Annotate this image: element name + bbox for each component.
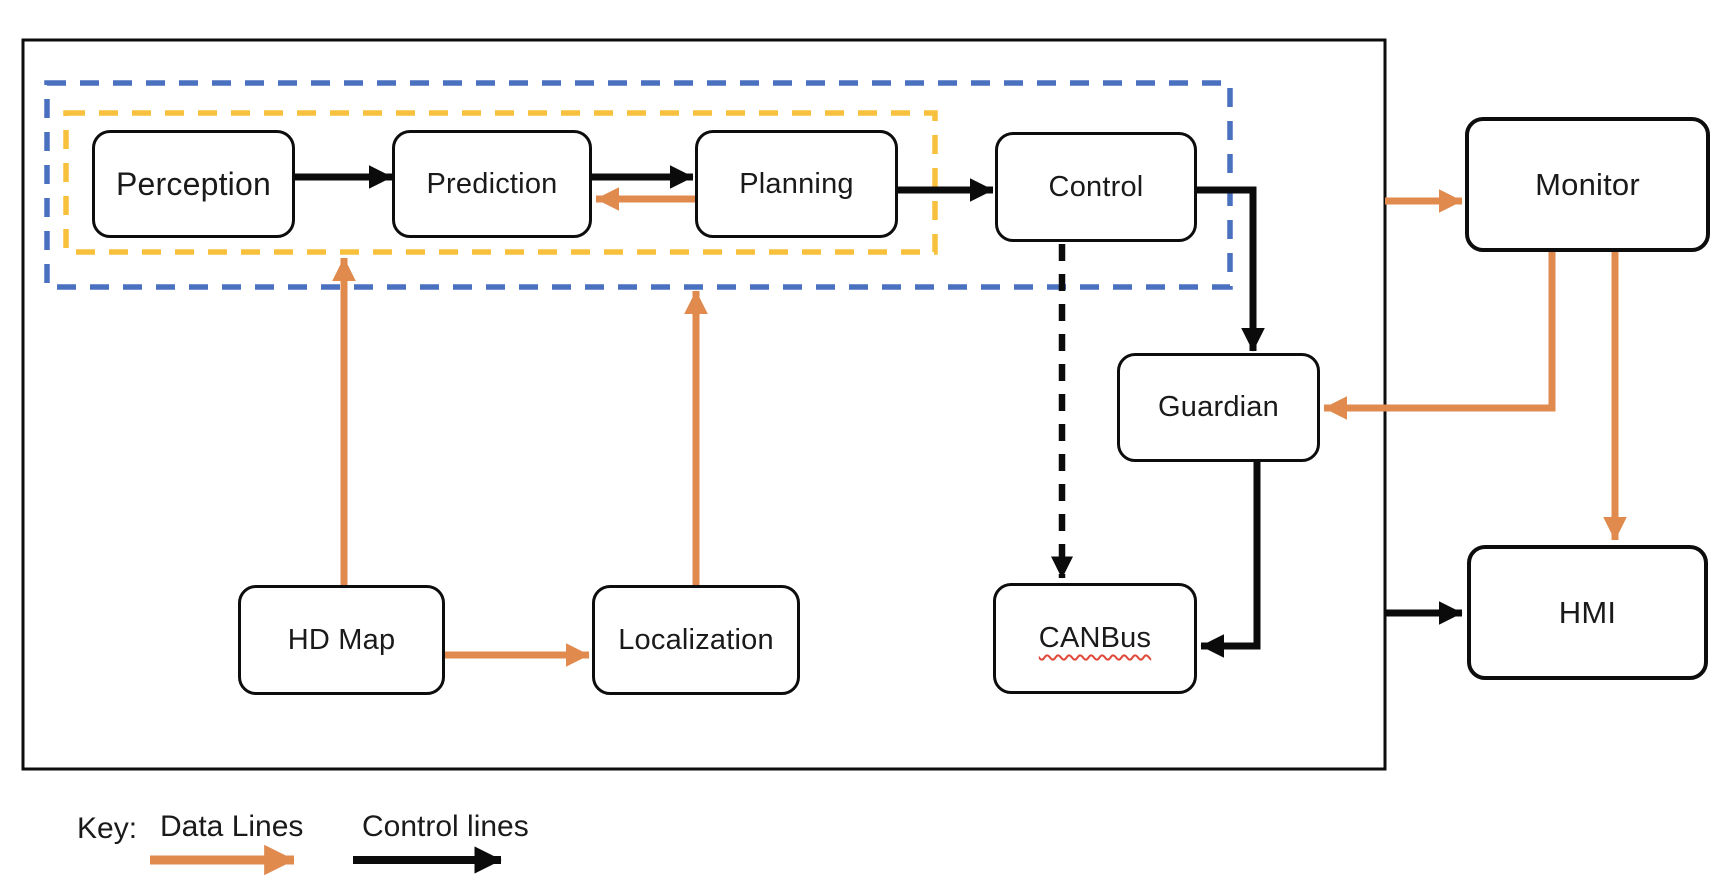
key-title: Key: xyxy=(77,812,138,845)
node-hd-map-label: HD Map xyxy=(287,623,396,656)
node-monitor-label: Monitor xyxy=(1535,167,1640,202)
node-control-label: Control xyxy=(1048,170,1144,203)
planning-group-outline-yellow xyxy=(63,110,938,255)
node-planning-label: Planning xyxy=(739,167,854,200)
edge-control-guardian xyxy=(1197,186,1265,352)
node-guardian-label: Guardian xyxy=(1158,391,1279,423)
node-planning: Planning xyxy=(695,130,898,238)
node-canbus-label: CANBus xyxy=(1038,622,1152,654)
edge-guardian-canbus xyxy=(1200,462,1261,658)
node-hd-map: HD Map xyxy=(238,585,445,695)
node-control: Control xyxy=(995,132,1197,242)
node-monitor: Monitor xyxy=(1465,117,1710,252)
node-canbus: CANBus xyxy=(993,583,1197,694)
node-perception: Perception xyxy=(92,130,295,238)
node-localization: Localization xyxy=(592,585,800,695)
node-prediction: Prediction xyxy=(392,130,592,238)
key-data-lines-label: Data Lines xyxy=(160,810,304,843)
node-perception-label: Perception xyxy=(116,166,271,202)
node-localization-label: Localization xyxy=(618,623,774,656)
node-hmi: HMI xyxy=(1467,545,1708,680)
key-control-lines-label: Control lines xyxy=(362,810,529,843)
node-hmi-label: HMI xyxy=(1558,595,1617,630)
edge-monitor-guardian xyxy=(1323,252,1556,420)
node-guardian: Guardian xyxy=(1117,353,1320,462)
node-prediction-label: Prediction xyxy=(426,167,558,200)
